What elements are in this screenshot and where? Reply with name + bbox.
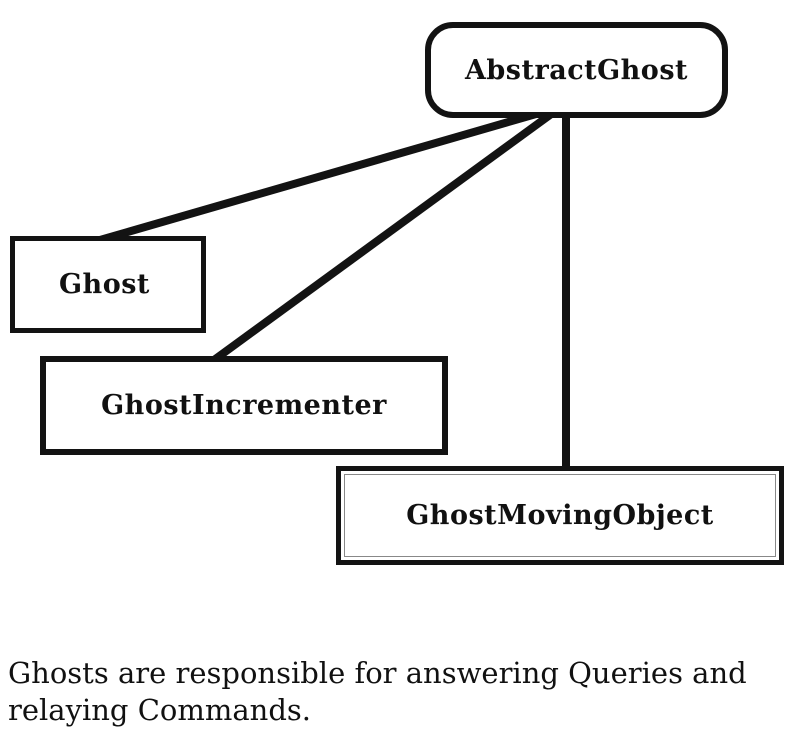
node-ghost-moving-object: GhostMovingObject	[336, 466, 784, 565]
connector-abstractghost-ghostincrementer	[211, 108, 557, 364]
node-ghost-incrementer: GhostIncrementer	[40, 356, 448, 455]
connector-abstractghost-ghost	[98, 106, 552, 244]
node-ghost: Ghost	[10, 236, 206, 333]
node-ghost-label: Ghost	[59, 269, 150, 300]
figure-caption-line2: relaying Commands.	[8, 693, 311, 728]
figure-caption: Ghosts are responsible for answering Que…	[8, 655, 796, 729]
node-abstract-ghost-label: AbstractGhost	[464, 54, 688, 86]
node-ghost-moving-object-label: GhostMovingObject	[406, 500, 714, 531]
figure-caption-line1: Ghosts are responsible for answering Que…	[8, 656, 747, 690]
node-ghost-incrementer-label: GhostIncrementer	[101, 390, 387, 421]
node-abstract-ghost: AbstractGhost	[425, 22, 728, 118]
